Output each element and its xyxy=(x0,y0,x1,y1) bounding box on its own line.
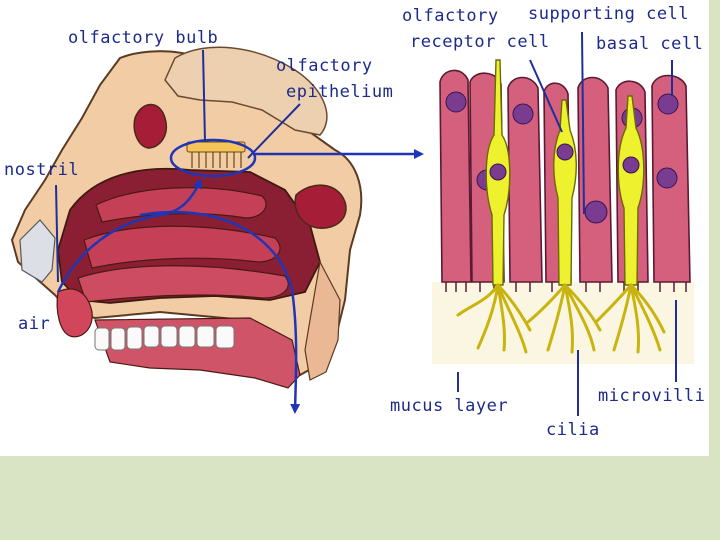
nasal-cavity-illustration xyxy=(10,31,694,416)
frontal-sinus xyxy=(133,103,167,149)
olfactory-nerve-fibers xyxy=(191,152,242,168)
upper-lip xyxy=(56,288,93,338)
olfactory-area-highlight xyxy=(169,138,257,178)
pointer-nostril xyxy=(55,184,59,283)
label-olfactory-receptor-cell-1: olfactory xyxy=(402,6,499,26)
pointer-receptor-cell xyxy=(529,59,563,133)
label-olfactory-epithelium-2: epithelium xyxy=(286,82,394,102)
pharynx xyxy=(304,260,341,381)
pointer-lines xyxy=(55,31,677,416)
label-olfactory-receptor-cell-2: receptor cell xyxy=(410,32,550,52)
pointer-olfactory-bulb xyxy=(202,49,206,143)
label-cilia: cilia xyxy=(546,420,600,440)
label-basal-cell: basal cell xyxy=(596,34,704,54)
turbinate-lower xyxy=(77,265,289,303)
label-supporting-cell: supporting cell xyxy=(528,4,690,24)
label-microvilli: microvilli xyxy=(598,386,706,406)
receptor-cell-nuclei xyxy=(489,143,640,181)
label-olfactory-epithelium-1: olfactory xyxy=(276,56,373,76)
label-mucus-layer: mucus layer xyxy=(390,396,509,416)
label-air: air xyxy=(18,314,51,334)
airflow-arrow-down xyxy=(139,210,301,414)
diagram-canvas: olfactory bulb olfactory epithelium olfa… xyxy=(0,0,709,456)
turbinate-middle xyxy=(83,225,281,269)
nose-tip xyxy=(19,219,56,283)
label-olfactory-bulb: olfactory bulb xyxy=(68,28,219,48)
cilia xyxy=(456,283,666,354)
label-nostril: nostril xyxy=(4,160,80,180)
sphenoid-sinus xyxy=(294,184,347,229)
airflow-arrow-in xyxy=(56,178,202,293)
pointer-olfactory-epithelium xyxy=(247,103,301,159)
epithelium-section xyxy=(432,59,694,364)
teeth xyxy=(94,325,235,351)
brain-region xyxy=(164,46,328,136)
pointer-supporting-cell xyxy=(581,31,585,215)
